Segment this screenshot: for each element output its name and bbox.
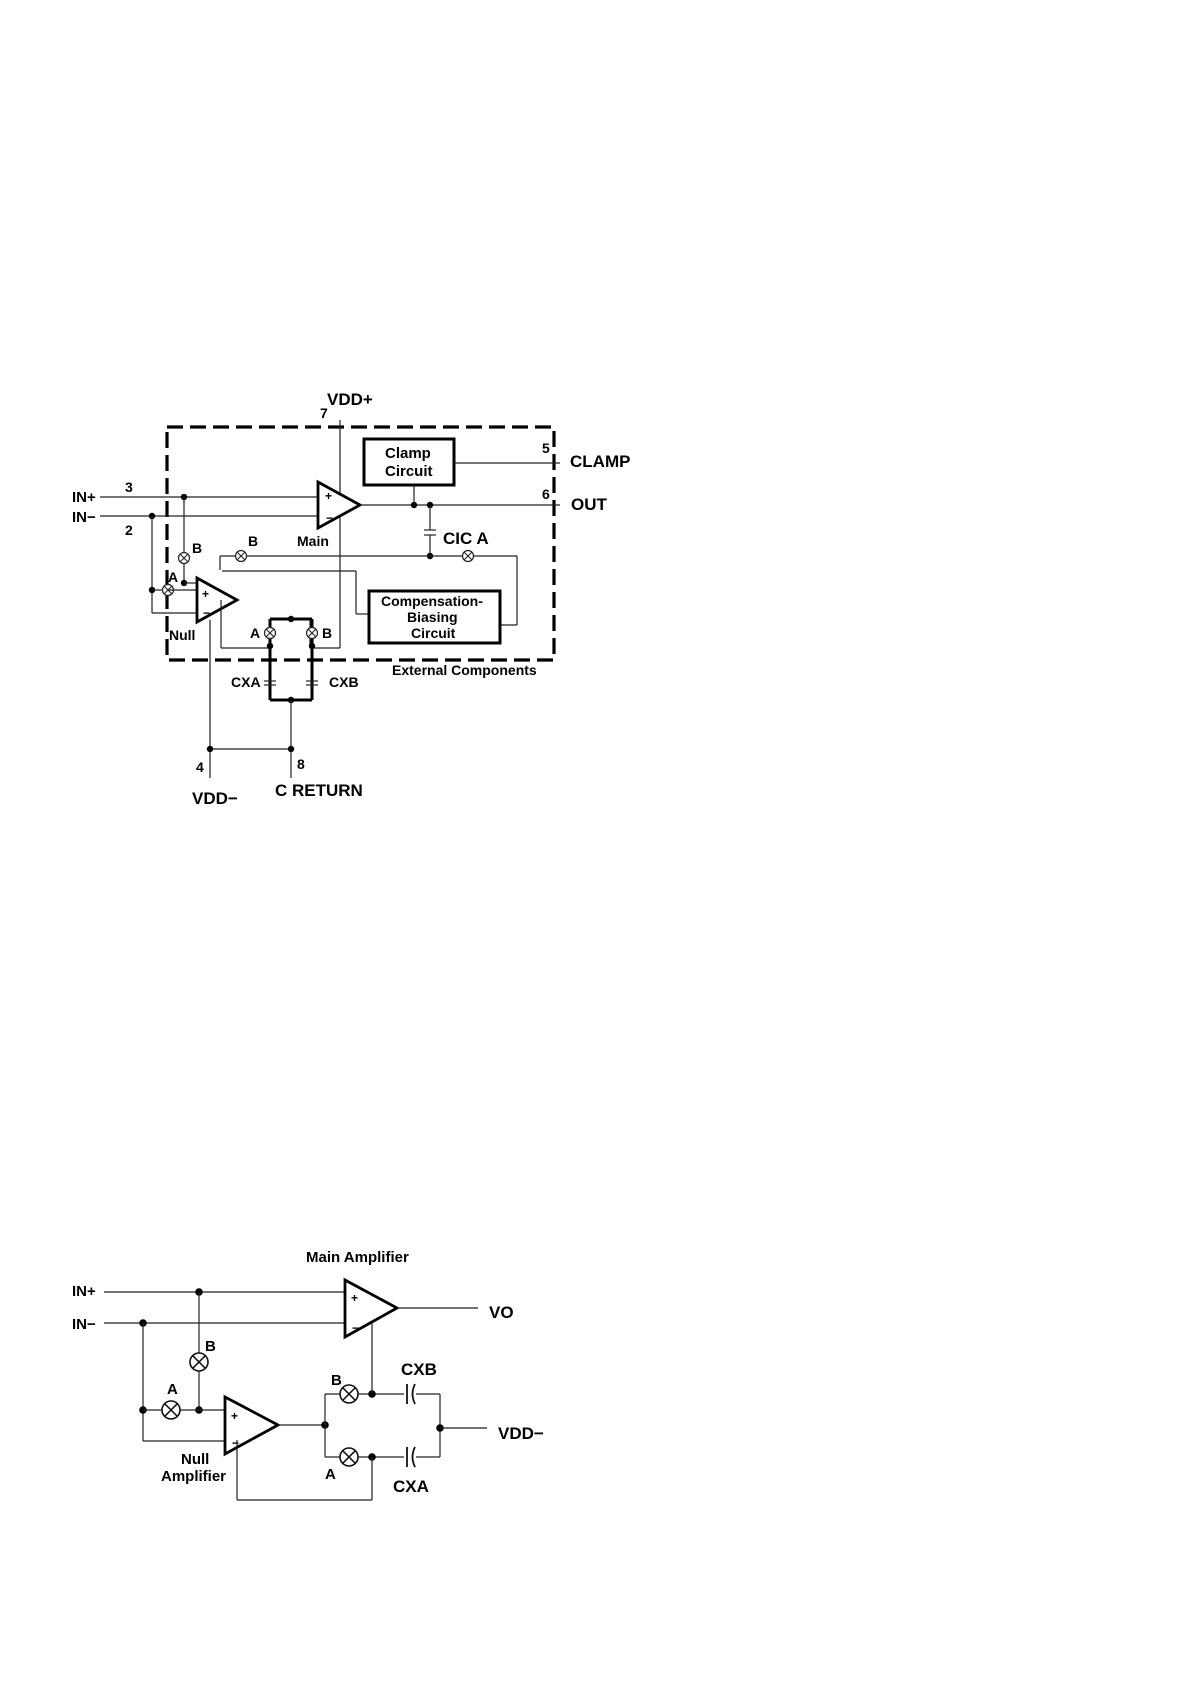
vdd-plus-label: VDD+ [327, 390, 373, 409]
switch-b-top-label: B [248, 533, 258, 549]
main-amp-label: Main [297, 533, 329, 549]
external-components-label: External Components [392, 662, 537, 678]
switch-b-label-2: B [205, 1338, 216, 1355]
vdd-minus-label-2: VDD− [498, 1424, 544, 1443]
pin-4-label: 4 [196, 759, 204, 775]
in-minus-label: IN− [72, 509, 96, 526]
compensation-label-2: Biasing [407, 609, 458, 625]
switch-a-bottom-label: A [250, 625, 260, 641]
svg-text:−: − [326, 511, 333, 525]
clamp-block-label-2: Circuit [385, 463, 433, 480]
in-minus-label-2: IN− [72, 1316, 96, 1333]
compensation-label-3: Circuit [411, 625, 456, 641]
switch-a-label-2: A [167, 1381, 178, 1398]
out-pin-label: OUT [571, 495, 608, 514]
compensation-label-1: Compensation- [381, 593, 483, 609]
vo-label: VO [489, 1303, 514, 1322]
switch-a-bottom-icon [265, 628, 276, 639]
cic-label: CIC A [443, 529, 489, 548]
svg-text:−: − [232, 1436, 239, 1450]
switch-b-bottom-icon [307, 628, 318, 639]
switch-b-bottom-label: B [322, 625, 332, 641]
pin-7-label: 7 [320, 405, 328, 421]
null-amplifier-label-1: Null [181, 1451, 209, 1468]
cxa-label-2: CXA [393, 1477, 429, 1496]
pin-6-label: 6 [542, 486, 550, 502]
svg-text:+: + [231, 1409, 238, 1423]
clamp-pin-label: CLAMP [570, 452, 630, 471]
chopper-block-diagram: + − [72, 390, 630, 808]
svg-text:−: − [203, 606, 210, 620]
cxb-label-2: CXB [401, 1360, 437, 1379]
main-amplifier-label: Main Amplifier [306, 1249, 409, 1266]
switch-b-left-icon [179, 553, 190, 564]
switch-b-icon-2 [190, 1353, 208, 1371]
switch-b-icon [236, 551, 247, 562]
svg-text:+: + [325, 489, 332, 503]
switch-a-icon-2 [162, 1401, 180, 1419]
switch-a2-icon [340, 1448, 358, 1466]
switch-a-icon [463, 551, 474, 562]
null-amp-label: Null [169, 627, 195, 643]
in-plus-label: IN+ [72, 489, 96, 506]
clamp-block-label-1: Clamp [385, 445, 431, 462]
switch-a2-label: A [325, 1466, 336, 1483]
switch-b2-label: B [331, 1372, 342, 1389]
chopper-simplified-diagram: + − + − [72, 1249, 544, 1500]
package-outline [167, 427, 554, 660]
svg-text:−: − [352, 1321, 359, 1335]
pin-2-label: 2 [125, 522, 133, 538]
switch-b2-icon [340, 1385, 358, 1403]
switch-a-left-label: A [168, 569, 178, 585]
svg-text:+: + [202, 587, 209, 601]
switch-b-left-label: B [192, 540, 202, 556]
cxa-label: CXA [231, 674, 261, 690]
pin-3-label: 3 [125, 479, 133, 495]
cxb-label: CXB [329, 674, 359, 690]
pin-5-label: 5 [542, 440, 550, 456]
vdd-minus-label: VDD− [192, 789, 238, 808]
svg-text:+: + [351, 1291, 358, 1305]
null-amplifier-label-2: Amplifier [161, 1468, 226, 1485]
c-return-label: C RETURN [275, 781, 363, 800]
pin-8-label: 8 [297, 756, 305, 772]
in-plus-label-2: IN+ [72, 1283, 96, 1300]
